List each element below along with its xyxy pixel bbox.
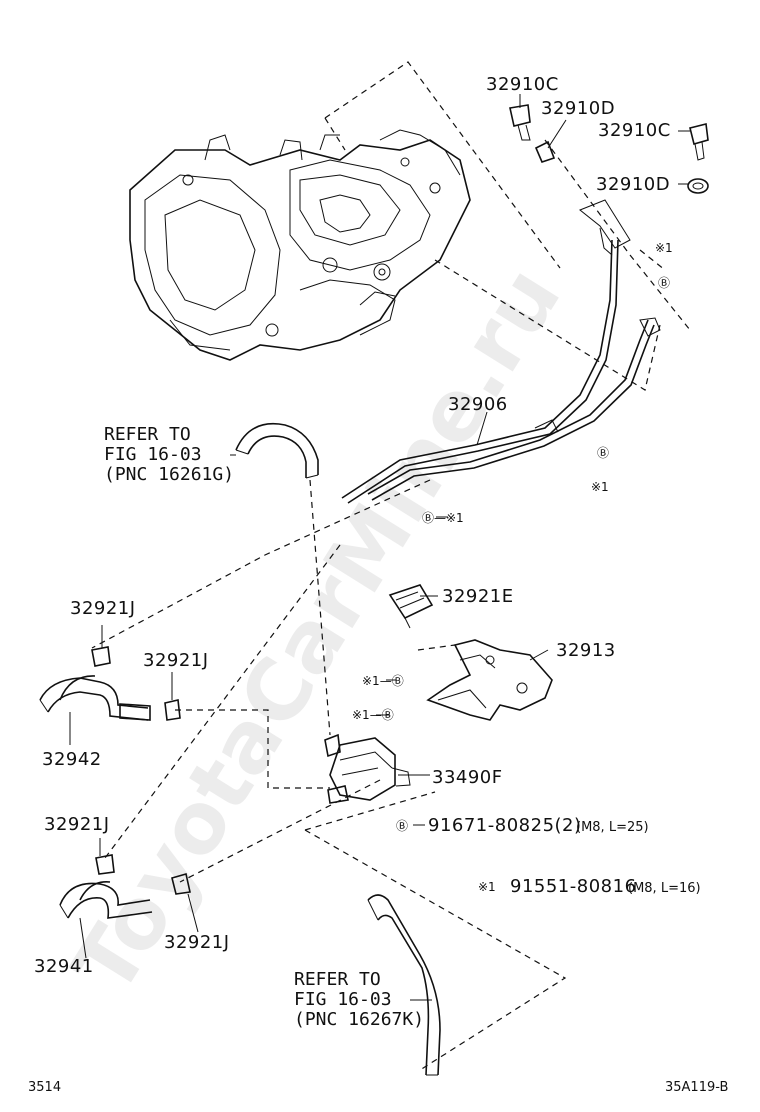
label-32910d-right: 32910D (596, 174, 670, 195)
refer-bottom-line2: FIG 16-03 (294, 989, 392, 1010)
bracket-32913 (426, 639, 553, 721)
label-32910d-top: 32910D (541, 98, 615, 119)
watermark-text: ToyotaCarMine.ru (54, 250, 580, 1010)
footer-page-number: 3514 (28, 1080, 61, 1095)
hose-32942 (39, 675, 151, 721)
bolt-b-marker: Ⓑ (396, 819, 408, 833)
label-32913: 32913 (556, 640, 616, 661)
leader-lines (69, 94, 690, 1001)
marker-b-top: Ⓑ (658, 276, 670, 290)
hose-lower (367, 894, 441, 1076)
oil-cooler-pipes (341, 199, 661, 504)
watermark: ToyotaCarMine.ru (54, 250, 580, 1010)
clip-32921j-c (95, 854, 115, 875)
marker-star1-b-a: ※1—Ⓑ (362, 674, 404, 688)
label-32921j-b: 32921J (143, 650, 209, 671)
bolt-b-part: 91671-80825(2) (428, 815, 582, 836)
clip-32921j-d (171, 872, 191, 895)
marker-star1-mid: ※1 (591, 480, 609, 494)
label-32921j-a: 32921J (70, 598, 136, 619)
label-32921j-c: 32921J (44, 814, 110, 835)
label-32942: 32942 (42, 749, 102, 770)
oil-cooler-33490f (324, 733, 411, 804)
bolt-star-marker: ※1 (478, 880, 496, 894)
bolt-star-spec: (M8, L=16) (628, 881, 701, 896)
marker-b-star1-left: Ⓑ—※1 (422, 511, 464, 525)
refer-top-line1: REFER TO (104, 424, 191, 445)
refer-bottom-line1: REFER TO (294, 969, 381, 990)
hose-32941 (59, 881, 153, 919)
union-bolts (509, 104, 709, 194)
label-32910c-right: 32910C (598, 120, 671, 141)
refer-top-line2: FIG 16-03 (104, 444, 202, 465)
label-32941: 32941 (34, 956, 94, 977)
label-32921e: 32921E (442, 586, 514, 607)
label-33490f: 33490F (432, 767, 503, 788)
transmission-assembly (129, 129, 471, 361)
bolt-b-spec: (M8, L=25) (576, 820, 649, 835)
marker-star1-b-b: ※1—Ⓑ (352, 708, 394, 722)
label-32910c-top: 32910C (486, 74, 559, 95)
marker-b-mid: Ⓑ (597, 446, 609, 460)
footer-figure-code: 35A119-B (665, 1080, 728, 1095)
refer-bottom-line3: (PNC 16267K) (294, 1009, 424, 1030)
clamp-32921e (388, 584, 434, 629)
clip-32921j-b (164, 699, 181, 721)
refer-top-line3: (PNC 16261G) (104, 464, 234, 485)
label-32921j-d: 32921J (164, 932, 230, 953)
clip-32921j-a (91, 646, 111, 667)
hose-upper (235, 423, 319, 479)
bolt-star-part: 91551-80816 (510, 876, 637, 897)
marker-star1-top: ※1 (655, 241, 673, 255)
label-32906: 32906 (448, 394, 508, 415)
